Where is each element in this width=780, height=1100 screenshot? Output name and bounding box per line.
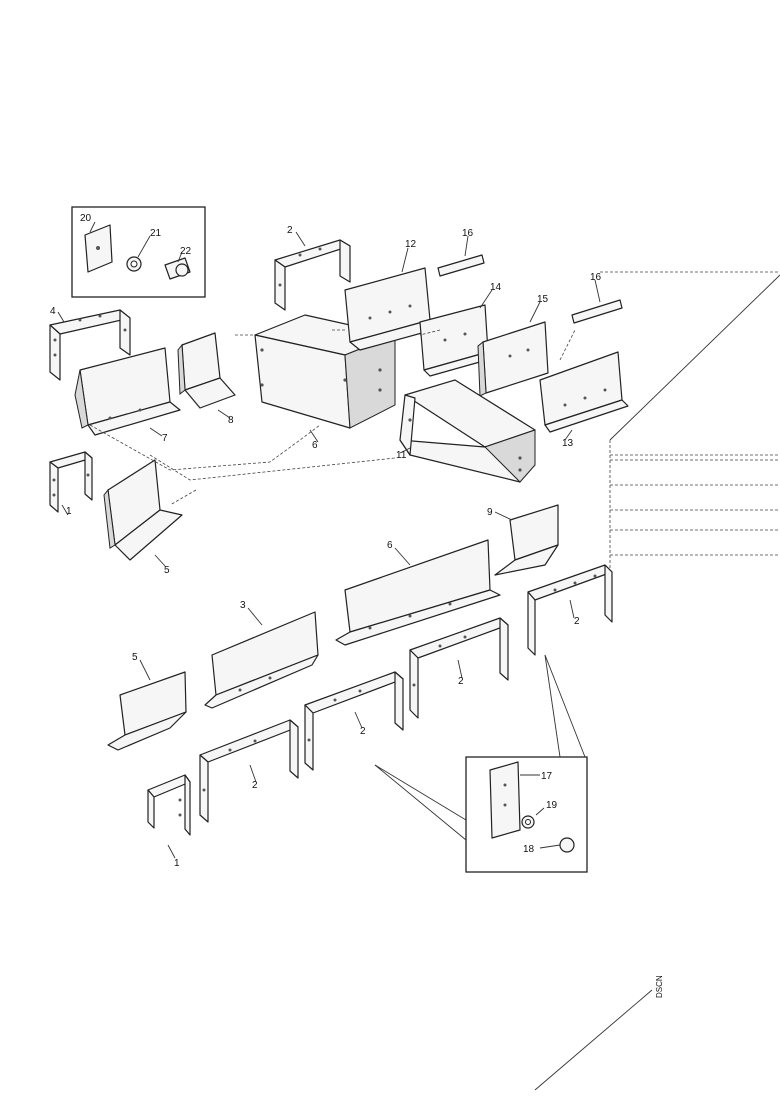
callout-16-right: 16 [590, 272, 602, 283]
callout-1-upper: 1 [66, 506, 72, 517]
plate-part-8 [177, 332, 236, 409]
callout-15: 15 [537, 294, 549, 305]
washer-hole [130, 260, 138, 268]
callout-22: 22 [180, 246, 192, 257]
callout-2-lower: 2 [360, 726, 366, 737]
bracket-part-2-mid [409, 617, 509, 719]
bracket-part-1-upper [49, 451, 93, 513]
plate-part-3-upper [204, 611, 319, 709]
plate-part-14 [419, 304, 495, 377]
callout-2-right: 2 [574, 616, 580, 627]
callout-12: 12 [405, 239, 417, 250]
bracket-part-2-right [527, 564, 613, 656]
bolt-part-18 [559, 837, 575, 853]
callout-18: 18 [523, 844, 535, 855]
bracket-part-1-lower [147, 774, 191, 836]
channel-part-11 [399, 379, 536, 483]
callout-8: 8 [228, 415, 234, 426]
plate-part-12 [344, 267, 441, 351]
bolt-head [175, 263, 189, 277]
plate-part-6-lower [335, 539, 501, 646]
drawing-id-label: DSCN [655, 975, 664, 998]
callout-2-mid: 2 [458, 676, 464, 687]
callout-1-lower: 1 [174, 858, 180, 869]
plate-part-5-lower [107, 671, 187, 751]
inset-detail-top: 20 21 22 [71, 206, 206, 298]
assembly-dashed-lines-upper [89, 329, 576, 506]
callout-5-upper: 5 [164, 565, 170, 576]
callout-6-lower: 6 [387, 540, 393, 551]
callout-11: 11 [396, 450, 407, 461]
inset-frame [71, 206, 206, 298]
inset-detail-bottom: 17 19 18 [465, 756, 588, 873]
callout-4: 4 [50, 306, 56, 317]
clip-hole [96, 246, 100, 250]
plate-part-13 [539, 351, 629, 433]
callout-19: 19 [546, 800, 558, 811]
callout-3-upper: 3 [240, 600, 246, 611]
callout-17: 17 [541, 771, 553, 782]
plate-part-7 [74, 347, 181, 436]
bracket-part-2-left [199, 719, 299, 823]
callout-14: 14 [490, 282, 502, 293]
callout-5-lower: 5 [132, 652, 138, 663]
plate-part-15 [477, 321, 549, 397]
callout-20: 20 [80, 213, 92, 224]
callout-9: 9 [487, 507, 493, 518]
plate-part-9 [494, 504, 559, 576]
strip-part-16-top [437, 254, 485, 277]
callout-7: 7 [162, 433, 168, 444]
callout-2-left: 2 [252, 780, 258, 791]
callout-2-top: 2 [287, 225, 293, 236]
callout-16-top: 16 [462, 228, 474, 239]
bracket-part-2-lower [304, 671, 404, 771]
callout-6-upper: 6 [312, 440, 318, 451]
callout-21: 21 [150, 228, 162, 239]
bracket-part-2-top [274, 239, 351, 311]
bracket-part-4 [49, 309, 131, 381]
plate-part-5-upper [103, 459, 183, 561]
inset-frame-bottom [465, 756, 588, 873]
callout-13: 13 [562, 438, 574, 449]
assembly-dashed-lines-right [600, 271, 780, 575]
strip-part-16-right [571, 299, 623, 324]
